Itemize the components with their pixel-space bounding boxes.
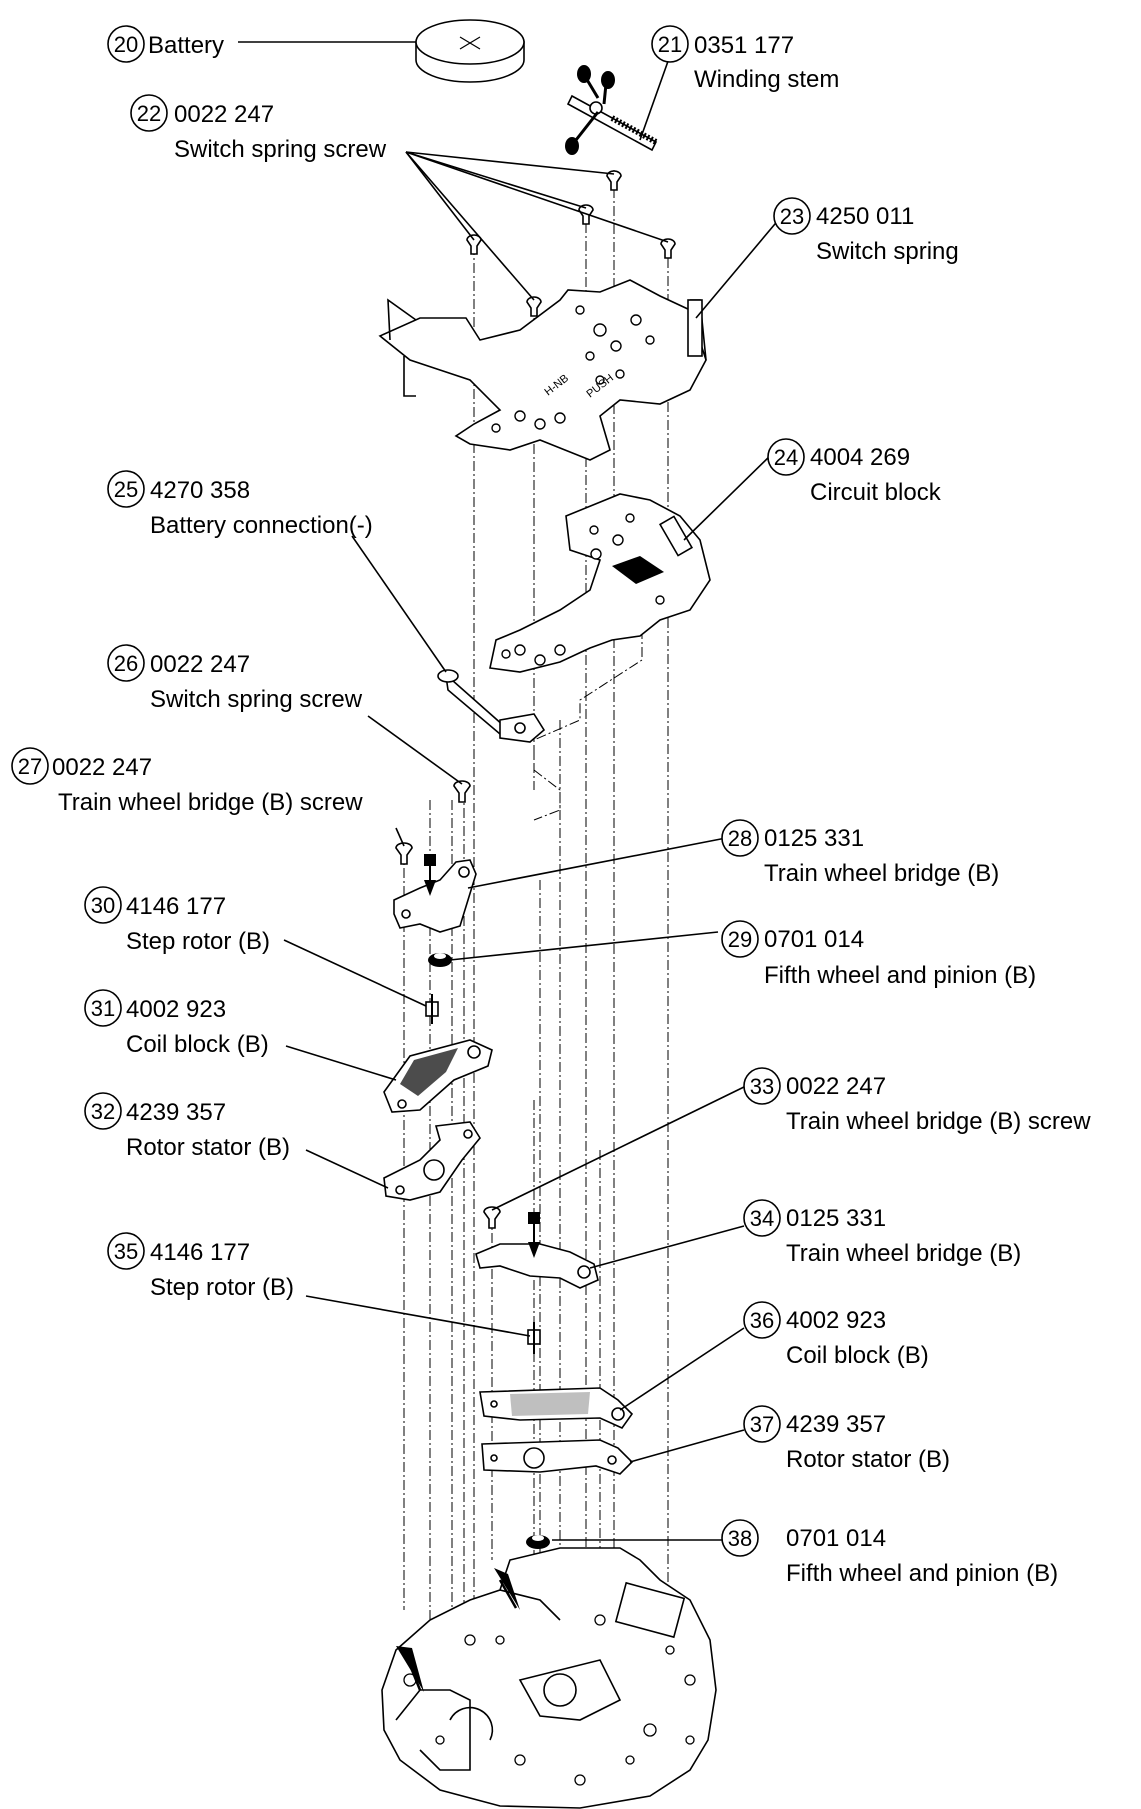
callout-33: 33 0022 247 Train wheel bridge (B) screw (743, 1067, 1091, 1135)
callout-number: 29 (728, 927, 752, 952)
callout-24: 24 4004 269 Circuit block (767, 438, 942, 506)
winding-stem-part (565, 65, 658, 155)
callout-34: 34 0125 331 Train wheel bridge (B) (743, 1199, 1021, 1267)
callout-part-name: Rotor stator (B) (786, 1446, 950, 1473)
switch-spring-plate: H-NB PUSH (378, 279, 707, 461)
train-wheel-bridge-lower (475, 1212, 599, 1289)
circuit-block-part (489, 493, 711, 673)
callout-part-code: 4002 923 (786, 1307, 886, 1334)
callout-part-code: 4239 357 (786, 1411, 886, 1438)
bridge-screws (395, 780, 501, 1229)
callout-21: 21 0351 177 Winding stem (651, 25, 839, 93)
callout-number: 31 (91, 996, 115, 1021)
step-rotor-lower (527, 1322, 541, 1354)
callout-number: 33 (750, 1074, 774, 1099)
battery-connection-part (437, 669, 546, 743)
callout-number: 22 (137, 101, 161, 126)
callout-part-name: Battery (148, 32, 224, 59)
callout-23: 23 4250 011 Switch spring (773, 197, 959, 265)
callout-20: 20 Battery (107, 25, 224, 63)
callout-part-name: Rotor stator (B) (126, 1134, 290, 1161)
callout-27: 27 0022 247 Train wheel bridge (B) screw (11, 747, 363, 816)
step-rotor-upper (425, 994, 439, 1024)
leader-lines (238, 41, 781, 1541)
callout-part-code: 4004 269 (810, 444, 910, 471)
callout-number: 38 (728, 1526, 752, 1551)
callout-number: 20 (114, 32, 138, 57)
callout-32: 32 4239 357 Rotor stator (B) (84, 1092, 290, 1161)
callout-28: 28 0125 331 Train wheel bridge (B) (721, 819, 999, 887)
callout-part-name: Train wheel bridge (B) screw (58, 789, 363, 816)
callout-part-name: Train wheel bridge (B) (786, 1240, 1021, 1267)
callout-part-code: 0125 331 (786, 1205, 886, 1232)
callout-part-name: Train wheel bridge (B) screw (786, 1108, 1091, 1135)
callout-number: 32 (91, 1099, 115, 1124)
callout-part-name: Switch spring screw (150, 686, 363, 713)
callout-part-name: Battery connection(-) (150, 512, 373, 539)
callout-part-code: 4146 177 (150, 1239, 250, 1266)
callout-part-code: 0351 177 (694, 32, 794, 59)
callout-part-name: Step rotor (B) (126, 928, 270, 955)
main-plate-movement (381, 1547, 717, 1809)
callout-part-name: Fifth wheel and pinion (B) (786, 1560, 1058, 1587)
callout-31: 31 4002 923 Coil block (B) (84, 989, 269, 1058)
callout-number: 24 (774, 445, 798, 470)
coil-block-upper (383, 1039, 493, 1113)
callout-part-name: Switch spring (816, 238, 959, 265)
callout-part-code: 0125 331 (764, 825, 864, 852)
train-wheel-bridge-upper (393, 854, 477, 933)
callout-part-code: 4270 358 (150, 477, 250, 504)
callout-part-name: Coil block (B) (786, 1342, 929, 1369)
coil-block-lower (479, 1387, 634, 1430)
callout-part-name: Fifth wheel and pinion (B) (764, 962, 1036, 989)
callout-30: 30 4146 177 Step rotor (B) (84, 886, 270, 955)
callout-number: 34 (750, 1206, 774, 1231)
callout-25: 25 4270 358 Battery connection(-) (107, 470, 373, 539)
rotor-stator-upper (383, 1121, 481, 1201)
callout-part-code: 4002 923 (126, 996, 226, 1023)
callout-number: 36 (750, 1308, 774, 1333)
callout-38: 38 0701 014 Fifth wheel and pinion (B) (721, 1519, 1058, 1587)
callout-part-code: 4250 011 (816, 203, 914, 230)
callout-part-name: Switch spring screw (174, 136, 387, 163)
callout-part-code: 4239 357 (126, 1099, 226, 1126)
callout-26: 26 0022 247 Switch spring screw (107, 644, 363, 713)
callout-number: 30 (91, 893, 115, 918)
callout-number: 35 (114, 1239, 138, 1264)
callout-part-code: 0701 014 (786, 1525, 886, 1552)
callout-number: 27 (18, 754, 42, 779)
callout-part-code: 0022 247 (52, 754, 152, 781)
callout-number: 26 (114, 651, 138, 676)
callout-number: 21 (658, 32, 682, 57)
rotor-stator-lower (481, 1439, 634, 1475)
callout-number: 37 (750, 1412, 774, 1437)
callout-number: 25 (114, 477, 138, 502)
callout-number: 23 (780, 204, 804, 229)
callout-part-code: 0022 247 (786, 1073, 886, 1100)
callout-29: 29 0701 014 Fifth wheel and pinion (B) (721, 920, 1036, 989)
callout-part-code: 0022 247 (174, 101, 274, 128)
callout-22: 22 0022 247 Switch spring screw (130, 94, 387, 163)
callout-part-name: Circuit block (810, 479, 942, 506)
callout-part-name: Winding stem (694, 66, 839, 93)
callout-part-name: Train wheel bridge (B) (764, 860, 999, 887)
fifth-wheel-upper (428, 953, 452, 967)
fifth-wheel-lower (526, 1535, 550, 1549)
callout-35: 35 4146 177 Step rotor (B) (107, 1232, 294, 1301)
callout-part-code: 0022 247 (150, 651, 250, 678)
callout-part-name: Step rotor (B) (150, 1274, 294, 1301)
callout-37: 37 4239 357 Rotor stator (B) (743, 1405, 950, 1473)
callout-number: 28 (728, 826, 752, 851)
battery-part (415, 19, 525, 83)
callout-part-name: Coil block (B) (126, 1031, 269, 1058)
callout-36: 36 4002 923 Coil block (B) (743, 1301, 929, 1369)
callout-part-code: 0701 014 (764, 926, 864, 953)
callout-part-code: 4146 177 (126, 893, 226, 920)
